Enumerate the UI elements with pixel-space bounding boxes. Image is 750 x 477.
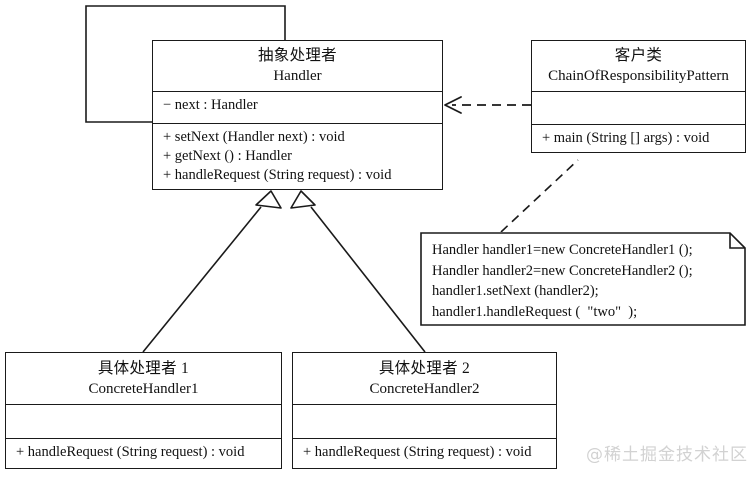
operation-row: + handleRequest (String request) : void xyxy=(163,167,392,183)
class-attributes-concrete-handler-1 xyxy=(6,404,281,438)
class-title-handler: 抽象处理者 Handler xyxy=(153,41,442,91)
class-en-name-client: ChainOfResponsibilityPattern xyxy=(548,68,729,84)
class-attributes-client xyxy=(532,91,745,124)
class-en-name-concrete-handler-1: ConcreteHandler1 xyxy=(88,380,199,397)
class-cn-name-concrete-handler-2: 具体处理者 2 xyxy=(378,359,471,377)
operation-row: + getNext () : Handler xyxy=(163,148,292,164)
class-en-name-concrete-handler-2: ConcreteHandler2 xyxy=(369,380,480,397)
class-operations-client: + main (String [] args) : void xyxy=(532,124,745,152)
note-code-line: handler1.setNext (handler2); xyxy=(432,283,599,299)
class-cn-name-concrete-handler-1: 具体处理者 1 xyxy=(97,359,190,377)
class-operations-concrete-handler-1: + handleRequest (String request) : void xyxy=(6,438,281,466)
class-en-name-handler: Handler xyxy=(273,68,322,84)
class-box-concrete-handler-1[interactable]: 具体处理者 1 ConcreteHandler1 + handleRequest… xyxy=(5,352,282,469)
class-title-concrete-handler-1: 具体处理者 1 ConcreteHandler1 xyxy=(6,353,281,404)
class-operations-concrete-handler-2: + handleRequest (String request) : void xyxy=(293,438,556,466)
class-box-client[interactable]: 客户类 ChainOfResponsibilityPattern + main … xyxy=(531,40,746,153)
generalization-concretehandler1-to-handler xyxy=(142,190,282,353)
note-text: Handler handler1=new ConcreteHandler1 ()… xyxy=(420,232,746,328)
class-title-client: 客户类 ChainOfResponsibilityPattern xyxy=(532,41,745,91)
class-title-concrete-handler-2: 具体处理者 2 ConcreteHandler2 xyxy=(293,353,556,404)
class-box-handler[interactable]: 抽象处理者 Handler − next : Handler + setNext… xyxy=(152,40,443,190)
operation-row: + handleRequest (String request) : void xyxy=(303,444,532,460)
operation-row: + setNext (Handler next) : void xyxy=(163,129,345,145)
class-cn-name-handler: 抽象处理者 xyxy=(257,47,337,64)
note-box-client-code[interactable]: Handler handler1=new ConcreteHandler1 ()… xyxy=(420,232,746,326)
class-attributes-handler: − next : Handler xyxy=(153,91,442,123)
operation-row: + handleRequest (String request) : void xyxy=(16,444,245,460)
note-code-line: Handler handler2=new ConcreteHandler2 ()… xyxy=(432,262,693,279)
operation-row: + main (String [] args) : void xyxy=(542,130,710,146)
class-box-concrete-handler-2[interactable]: 具体处理者 2 ConcreteHandler2 + handleRequest… xyxy=(292,352,557,469)
dependency-client-to-handler xyxy=(444,96,531,114)
note-code-line: Handler handler1=new ConcreteHandler1 ()… xyxy=(432,242,693,258)
note-link-to-client xyxy=(500,159,579,233)
class-attributes-concrete-handler-2 xyxy=(293,404,556,438)
note-code-line: handler1.handleRequest ( "two" ); xyxy=(432,303,638,320)
note-shape xyxy=(420,232,746,326)
generalization-concretehandler2-to-handler xyxy=(290,190,426,353)
class-cn-name-client: 客户类 xyxy=(614,47,663,64)
attribute-row: − next : Handler xyxy=(163,97,258,113)
watermark: @稀土掘金技术社区 xyxy=(586,445,748,465)
class-operations-handler: + setNext (Handler next) : void + getNex… xyxy=(153,123,442,189)
